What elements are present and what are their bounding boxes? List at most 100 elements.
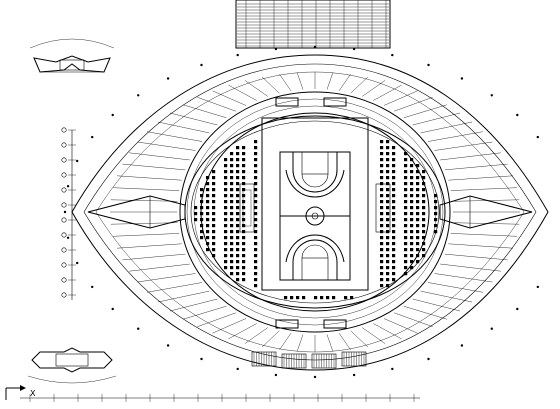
roof-ray bbox=[110, 222, 178, 225]
seat bbox=[206, 188, 210, 192]
grid-dot bbox=[313, 45, 317, 49]
seat bbox=[254, 218, 258, 222]
axis-bubble bbox=[61, 262, 67, 268]
seat bbox=[236, 176, 240, 180]
seat bbox=[404, 170, 408, 174]
seat bbox=[224, 254, 228, 258]
roof-ray bbox=[420, 121, 473, 134]
seat bbox=[200, 200, 204, 204]
outer-building-outline bbox=[71, 54, 549, 371]
roof-ray bbox=[412, 298, 461, 312]
seat bbox=[254, 194, 258, 198]
roof-ray bbox=[412, 112, 461, 126]
grid-dot bbox=[274, 373, 278, 377]
seat bbox=[236, 152, 240, 156]
roof-ray bbox=[122, 163, 186, 171]
seat bbox=[380, 236, 384, 240]
seat bbox=[410, 218, 414, 222]
seat bbox=[386, 254, 390, 258]
seat bbox=[236, 206, 240, 210]
seat bbox=[392, 212, 396, 216]
seat bbox=[422, 194, 426, 198]
basketball-court bbox=[261, 117, 369, 291]
seat bbox=[410, 164, 414, 168]
seat bbox=[434, 212, 438, 216]
seat bbox=[434, 224, 438, 228]
seat bbox=[410, 200, 414, 204]
grid-dot bbox=[76, 159, 79, 163]
seat bbox=[230, 224, 234, 228]
seat bbox=[302, 296, 306, 300]
roof-ray bbox=[197, 97, 236, 112]
grid-dot bbox=[391, 53, 394, 57]
grid-dot bbox=[490, 327, 493, 330]
seat bbox=[224, 230, 228, 234]
roof-ray bbox=[338, 73, 351, 92]
roof-ray bbox=[244, 327, 268, 344]
seat bbox=[380, 206, 384, 210]
grid-dot bbox=[352, 47, 356, 51]
roof-ray bbox=[434, 273, 493, 283]
seat bbox=[194, 218, 198, 222]
grid-dot bbox=[166, 77, 170, 80]
seat bbox=[386, 158, 390, 162]
seat bbox=[200, 236, 204, 240]
roof-ray bbox=[169, 298, 218, 312]
seat bbox=[254, 236, 258, 240]
seat bbox=[404, 200, 408, 204]
seat bbox=[254, 260, 258, 264]
seat bbox=[224, 182, 228, 186]
seat bbox=[206, 200, 210, 204]
seat bbox=[386, 200, 390, 204]
seat bbox=[416, 206, 420, 210]
seat bbox=[206, 230, 210, 234]
seat bbox=[236, 242, 240, 246]
seat bbox=[314, 296, 318, 300]
seat bbox=[422, 206, 426, 210]
roof-ray bbox=[338, 332, 351, 351]
roof-ray bbox=[373, 323, 402, 340]
grid-dot bbox=[76, 261, 79, 265]
seat bbox=[212, 248, 216, 252]
seat bbox=[200, 212, 204, 216]
team-benches bbox=[239, 183, 391, 233]
seat bbox=[236, 188, 240, 192]
seat bbox=[404, 158, 408, 162]
seat bbox=[380, 200, 384, 204]
seat bbox=[230, 182, 234, 186]
seat bbox=[350, 296, 354, 300]
top-left-elevation-thumbnail bbox=[29, 38, 115, 73]
seat bbox=[206, 248, 210, 252]
grid-dot bbox=[352, 373, 356, 377]
seat bbox=[410, 206, 414, 210]
roof-ray bbox=[403, 306, 447, 320]
seat bbox=[392, 224, 396, 228]
seat bbox=[404, 212, 408, 216]
seat bbox=[230, 248, 234, 252]
seat bbox=[422, 242, 426, 246]
seat bbox=[392, 236, 396, 240]
roof-ray bbox=[183, 104, 227, 118]
roof-ray bbox=[137, 273, 196, 283]
seat bbox=[386, 266, 390, 270]
seat bbox=[200, 194, 204, 198]
seat bbox=[422, 170, 426, 174]
seat bbox=[230, 212, 234, 216]
seat bbox=[236, 218, 240, 222]
roof-ray bbox=[448, 243, 514, 249]
seat bbox=[404, 164, 408, 168]
seat bbox=[410, 158, 414, 162]
seat bbox=[254, 230, 258, 234]
roof-ray bbox=[296, 334, 304, 352]
seat bbox=[236, 248, 240, 252]
seat bbox=[290, 296, 294, 300]
grid-dot bbox=[536, 285, 539, 289]
seat bbox=[404, 266, 408, 270]
grid-dot bbox=[460, 77, 464, 80]
seat bbox=[200, 224, 204, 228]
grid-dot bbox=[274, 47, 278, 51]
seat bbox=[404, 152, 408, 156]
seat bbox=[254, 182, 258, 186]
seat bbox=[200, 206, 204, 210]
